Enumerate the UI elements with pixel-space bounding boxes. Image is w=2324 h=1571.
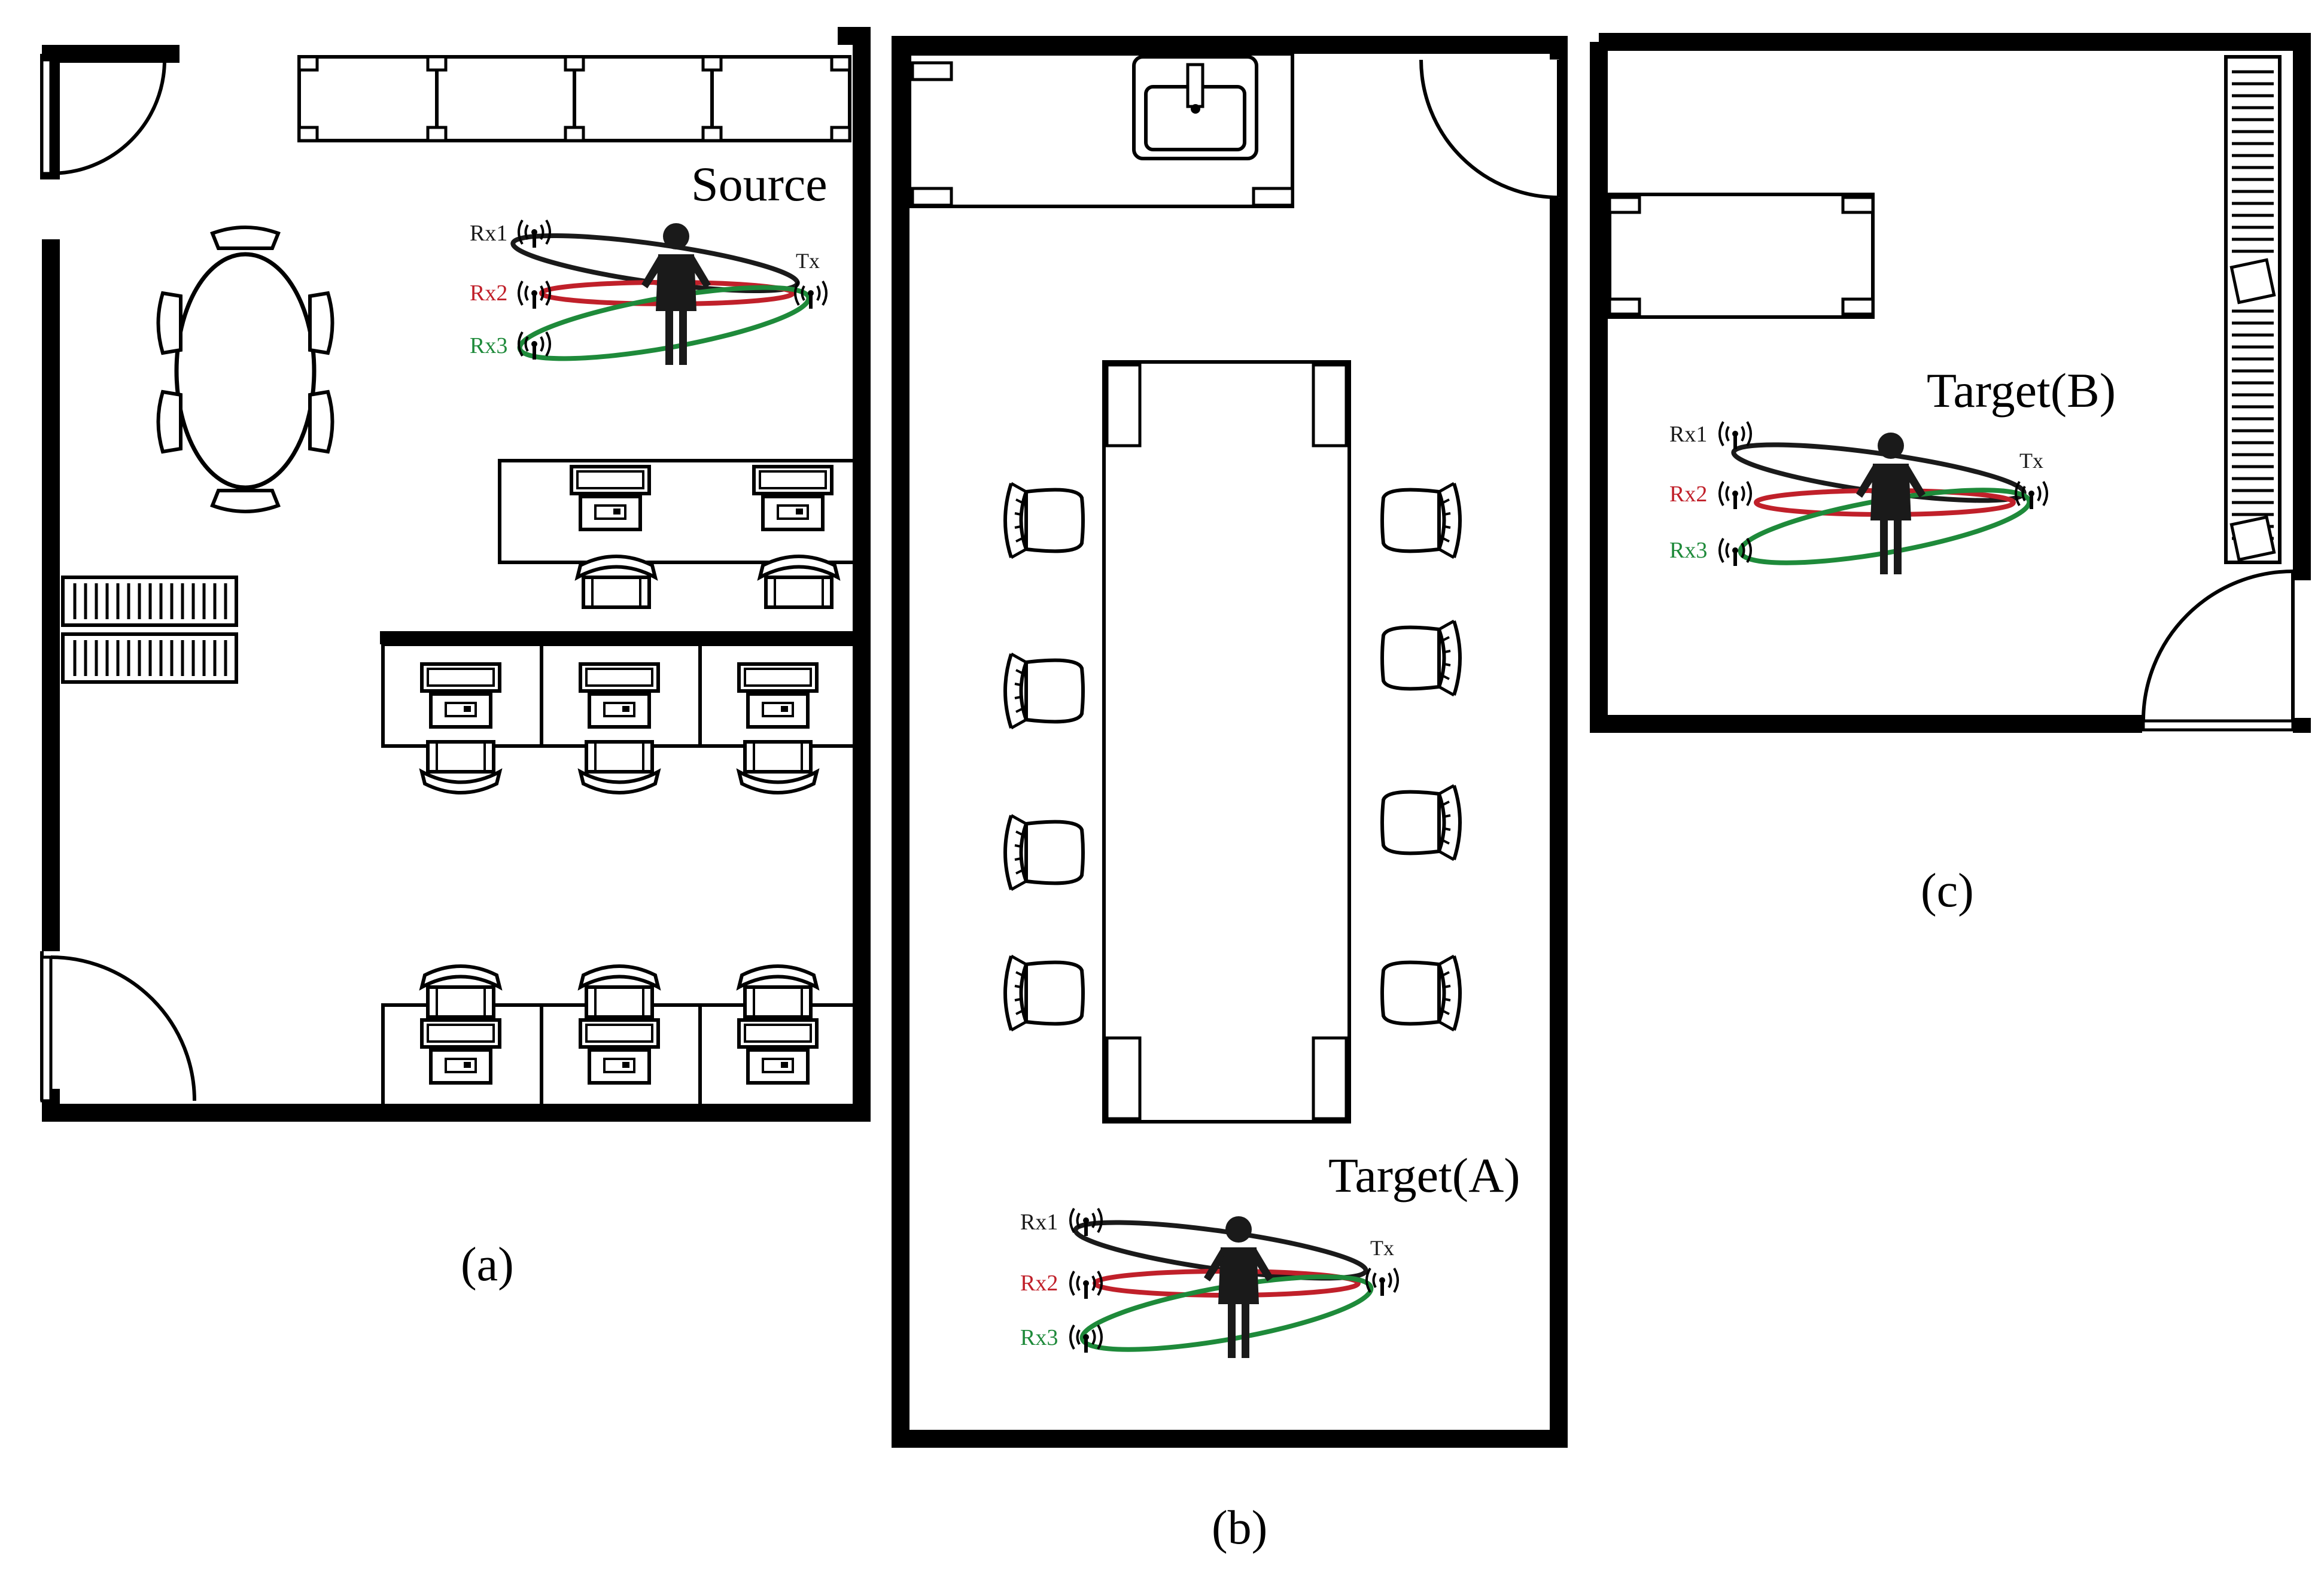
panel-b-caption: (b) — [1212, 1502, 1267, 1554]
chair-icon — [308, 291, 334, 355]
chair-icon — [1382, 786, 1460, 860]
rx3-label: Rx3 — [470, 333, 507, 358]
chair-icon — [1005, 483, 1083, 558]
rx2-label: Rx2 — [1020, 1271, 1058, 1296]
rx2-label: Rx2 — [470, 281, 507, 306]
chair-icon — [210, 489, 281, 513]
desk-computer-icon — [754, 467, 832, 529]
room-c-walls — [1590, 33, 2311, 733]
rx1-label: Rx1 — [1669, 422, 1707, 447]
chair-icon — [1005, 654, 1083, 728]
panel-c-caption: (c) — [1921, 864, 1974, 917]
sensing-setup-a: Rx1 Rx2 Rx3 Tx — [470, 220, 826, 365]
sink-icon — [1132, 55, 1258, 160]
oval-meeting-table — [156, 226, 334, 513]
antenna-icon — [1720, 482, 1751, 509]
counter-with-sink — [908, 52, 1294, 208]
chair-icon — [1382, 621, 1460, 695]
chair-icon — [1005, 956, 1083, 1030]
tx-label: Tx — [1370, 1236, 1394, 1260]
office-chair — [760, 556, 838, 607]
desk-computer-icon — [571, 467, 649, 529]
rx2-label: Rx2 — [1669, 482, 1707, 507]
cabinet — [1608, 193, 1875, 319]
chair-icon — [308, 389, 334, 454]
radiator-icon — [63, 634, 236, 682]
rx1-label: Rx1 — [470, 221, 507, 246]
radiator-icon — [63, 577, 236, 625]
panel-c-target-b-room: Rx1 Rx2 Rx3 Tx Target(B) (c) — [1590, 33, 2311, 917]
window-panels — [297, 55, 851, 142]
antenna-icon — [795, 281, 826, 309]
sensing-setup-c: Rx1 Rx2 Rx3 Tx — [1669, 422, 2047, 574]
desk-row-upper — [498, 459, 857, 607]
panel-b-title: Target(A) — [1328, 1148, 1520, 1202]
panel-a-source-room: Rx1 Rx2 Rx3 Tx Source (a) — [40, 27, 871, 1291]
door-swing-icon — [40, 955, 196, 1103]
chair-icon — [210, 226, 281, 250]
chair-icon — [156, 291, 182, 355]
chair-icon — [1382, 956, 1460, 1030]
conference-table — [1102, 360, 1351, 1124]
rx3-label: Rx3 — [1020, 1325, 1058, 1350]
room-b-walls — [892, 36, 1568, 1448]
door-swing-icon — [1419, 59, 1561, 199]
desk-row-middle — [381, 643, 860, 793]
chair-icon — [156, 389, 182, 454]
rx1-label: Rx1 — [1020, 1210, 1058, 1235]
partition-wall — [380, 631, 862, 644]
panel-a-title: Source — [691, 157, 828, 211]
chair-icon — [1382, 483, 1460, 558]
chair-icon — [1005, 815, 1083, 890]
tx-label: Tx — [2019, 449, 2043, 473]
rx3-label: Rx3 — [1669, 538, 1707, 563]
office-chair — [577, 556, 655, 607]
desk-row-bottom — [381, 966, 860, 1109]
door-swing-icon — [40, 58, 166, 175]
radiator-icon — [2224, 55, 2282, 564]
panel-b-target-a-room: Rx1 Rx2 Rx3 Tx Target(A) (b) — [892, 36, 1568, 1554]
panel-a-caption: (a) — [461, 1238, 514, 1291]
door-swing-icon — [2142, 570, 2295, 732]
sensing-setup-b: Rx1 Rx2 Rx3 Tx — [1020, 1208, 1398, 1358]
tx-label: Tx — [796, 249, 820, 273]
panel-c-title: Target(B) — [1927, 363, 2116, 418]
